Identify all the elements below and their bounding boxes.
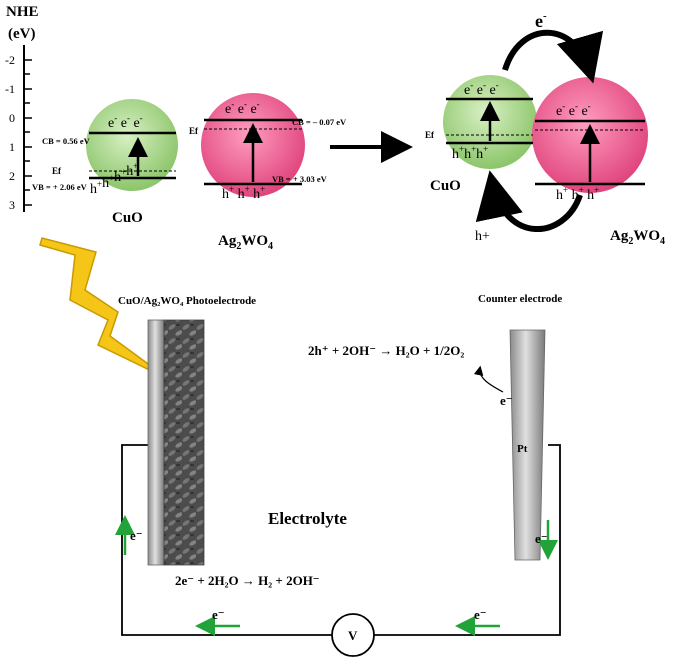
- electron-transfer-arrow: [502, 29, 604, 84]
- tick-label: 3: [9, 198, 15, 212]
- right-ag2wo4-electrons: e- e- e-: [556, 101, 591, 119]
- tick-label: -2: [5, 53, 15, 67]
- reduction-reaction: 2e⁻ + 2H₂O → H₂ + 2OH⁻: [175, 573, 320, 588]
- svg-text:e⁻: e⁻: [130, 528, 143, 543]
- right-cuo-holes: h+h+h+: [452, 144, 488, 162]
- photoelectrode-label: CuO/Ag₂WO₄ Photoelectrode: [118, 295, 256, 307]
- tick-label: -1: [5, 82, 15, 96]
- right-cuo-ef-label: Ef: [425, 130, 435, 140]
- heterojunction-diagram: e- e- e- h+h+h+ Ef e- e- e- h+ h+ h+ e- …: [425, 10, 665, 247]
- hole-transfer-label: h+: [475, 229, 490, 244]
- cuo-vb-label: VB = + 2.06 eV: [32, 182, 88, 192]
- right-cuo-electrons: e- e- e-: [464, 80, 499, 98]
- nhe-axis: NHE (eV) -2 -1 0 1 2 3: [5, 4, 39, 212]
- svg-text:e⁻: e⁻: [212, 607, 225, 622]
- right-ag2wo4-label: Ag2WO4: [610, 228, 665, 247]
- ag2wo4-electrons: e- e- e-: [225, 99, 260, 117]
- tick-label: 2: [9, 169, 15, 183]
- tick-label: 1: [9, 140, 15, 154]
- ag2wo4-holes: h+ h+ h+: [222, 184, 265, 202]
- tick-label: 0: [9, 111, 15, 125]
- light-bolt-icon: [39, 237, 171, 381]
- cuo-label: CuO: [112, 210, 143, 226]
- svg-text:e⁻: e⁻: [474, 607, 487, 622]
- ag2wo4-ef-label: Ef: [189, 126, 199, 136]
- axis-title: NHE: [6, 4, 39, 20]
- svg-text:e⁻: e⁻: [535, 531, 548, 546]
- oxidation-electron-arrow: [473, 365, 504, 393]
- electron-flow-arrows: e⁻ e⁻ e⁻ e⁻: [115, 515, 558, 636]
- cuo-cb-label: CB = 0.56 eV: [42, 136, 91, 146]
- voltmeter: V: [331, 613, 375, 657]
- ag2wo4-label: Ag2WO4: [218, 233, 273, 252]
- pt-label: Pt: [517, 443, 528, 455]
- cuo-holes: h+h+h+h+: [90, 161, 138, 197]
- counter-electrode: Counter electrode Pt: [478, 293, 562, 561]
- voltmeter-label: V: [348, 628, 358, 643]
- right-cuo-label: CuO: [430, 178, 461, 194]
- oxidation-reaction: 2h⁺ + 2OH⁻ → H₂O + 1/2O₂: [308, 343, 464, 358]
- cuo-ef-label: Ef: [52, 166, 62, 176]
- ag2wo4-band-diagram: e- e- e- h+ h+ h+ Ef CB = – 0.07 eV VB =…: [189, 93, 347, 252]
- counter-electrode-label: Counter electrode: [478, 293, 562, 305]
- oxidation-electron: e⁻: [500, 393, 513, 408]
- photoelectrode: CuO/Ag₂WO₄ Photoelectrode: [118, 295, 256, 566]
- electrolyte-label: Electrolyte: [268, 509, 347, 528]
- electron-transfer-label: e-: [535, 10, 547, 31]
- hole-transfer-arrow: [475, 170, 583, 232]
- cuo-band-diagram: e- e- e- h+h+h+h+ CB = 0.56 eV Ef VB = +…: [32, 99, 178, 226]
- axis-unit: (eV): [8, 26, 35, 42]
- ag2wo4-vb-label: VB = + 3.03 eV: [272, 174, 328, 184]
- cuo-electrons: e- e- e-: [108, 113, 143, 131]
- ag2wo4-cb-label: CB = – 0.07 eV: [292, 117, 347, 127]
